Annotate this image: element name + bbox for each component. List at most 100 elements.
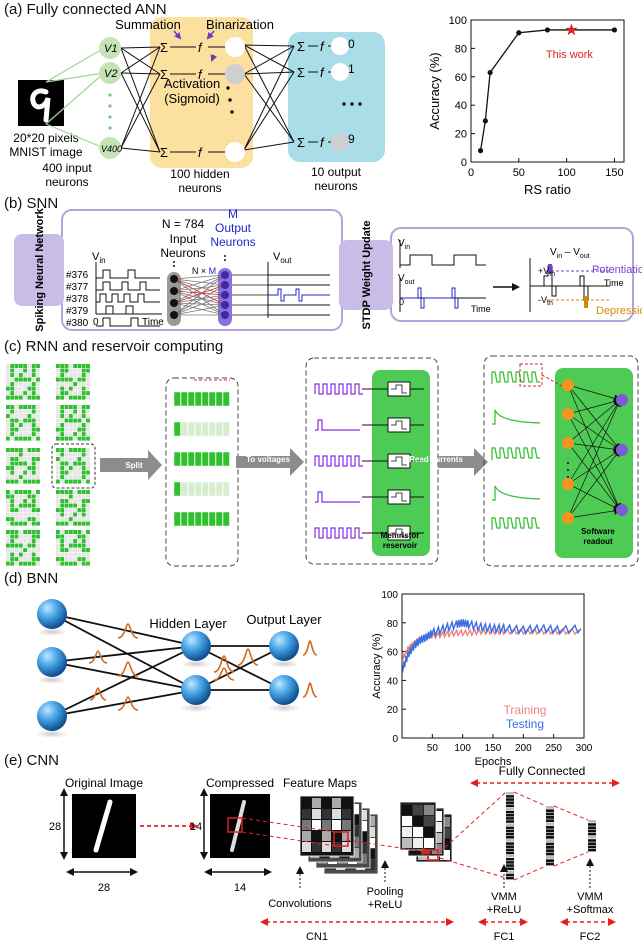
pixel [14, 470, 19, 475]
pixel [23, 418, 27, 423]
pixel [14, 432, 19, 437]
pixel [10, 543, 15, 548]
pixel [36, 561, 40, 566]
pixel [23, 530, 27, 535]
current-waveform [492, 485, 541, 501]
pixel [60, 452, 65, 457]
pixel [27, 461, 32, 466]
bnn-neuron [269, 675, 299, 705]
pixel [10, 508, 15, 513]
pixel [23, 457, 27, 462]
pixel [14, 448, 19, 453]
pixel [60, 530, 65, 535]
pixel [31, 539, 36, 544]
pixel [60, 436, 65, 441]
pixel [60, 475, 65, 480]
sigma-symbol: Σ [160, 40, 168, 55]
pixel [36, 452, 40, 457]
pixel [31, 557, 36, 562]
pixel [77, 521, 82, 526]
pixel [31, 534, 36, 539]
row-pixel [215, 511, 223, 527]
pixel [18, 561, 23, 566]
pixel [64, 418, 69, 423]
pixel [81, 490, 86, 495]
pixel [27, 457, 32, 462]
pixel [6, 457, 10, 462]
pixel [77, 543, 82, 548]
to-voltages-arrow [236, 448, 304, 476]
pixel [77, 391, 82, 396]
x-axis-label: RS ratio [524, 182, 571, 197]
pixel [31, 530, 36, 535]
voltage-waveform [314, 527, 363, 539]
pixel [60, 368, 65, 373]
stdp-vin-label: Vin [398, 238, 410, 251]
spike-train [96, 317, 160, 327]
pixel [23, 490, 27, 495]
pixel [64, 452, 69, 457]
pixel [36, 475, 40, 480]
pixel [64, 490, 69, 495]
row-pixel [173, 451, 181, 467]
pixel [27, 391, 32, 396]
pixel [64, 508, 69, 513]
pixel [14, 364, 19, 369]
pixel [56, 436, 60, 441]
row-pixel [201, 511, 209, 527]
pixel [81, 414, 86, 419]
pixel [10, 548, 15, 553]
pixel [81, 364, 86, 369]
pixel [77, 475, 82, 480]
pixel [64, 494, 69, 499]
sigma-symbol: Σ [160, 67, 168, 82]
pixel [77, 548, 82, 553]
split-frame [165, 377, 239, 567]
pixel [68, 368, 73, 373]
pixel [64, 457, 69, 462]
pixel [77, 466, 82, 471]
pixel [64, 373, 69, 378]
pixel [56, 391, 60, 396]
output-neuron [221, 301, 229, 309]
pixel [64, 377, 69, 382]
cn1-label: CN1 [306, 931, 328, 943]
pixel [27, 448, 32, 453]
y-tick-label: 20 [455, 129, 467, 141]
pixel [86, 530, 90, 535]
pixel [64, 503, 69, 508]
digit-images [6, 364, 162, 566]
pixel [56, 423, 60, 428]
pixel [14, 479, 19, 484]
pixel [77, 479, 82, 484]
reservoir-label-1: Memristor [381, 531, 420, 540]
pixel [23, 368, 27, 373]
fc3-unit [588, 842, 596, 845]
pixel [10, 479, 15, 484]
input-neuron-1 [99, 37, 121, 59]
pixel [23, 475, 27, 480]
pixel [10, 521, 15, 526]
readout-output-node [616, 394, 628, 406]
pixel [27, 373, 32, 378]
pixel [56, 466, 60, 471]
pixel [10, 534, 15, 539]
pixel [31, 461, 36, 466]
pixel [77, 448, 82, 453]
output-neurons-b-1: Output [215, 221, 252, 235]
this-work-star [565, 23, 578, 36]
hidden-layer-label: Hidden Layer [149, 616, 227, 631]
input-neurons-b-2: Neurons [160, 246, 205, 260]
pixel [23, 517, 27, 522]
row-pixel [194, 481, 202, 497]
readout-output-node [616, 444, 628, 456]
pixel [27, 557, 32, 562]
pixel [73, 423, 77, 428]
pixel [10, 557, 15, 562]
pixel [68, 494, 73, 499]
neuron-id-label: #377 [66, 282, 89, 293]
fc1-unit [506, 845, 514, 848]
pixel [56, 548, 60, 553]
